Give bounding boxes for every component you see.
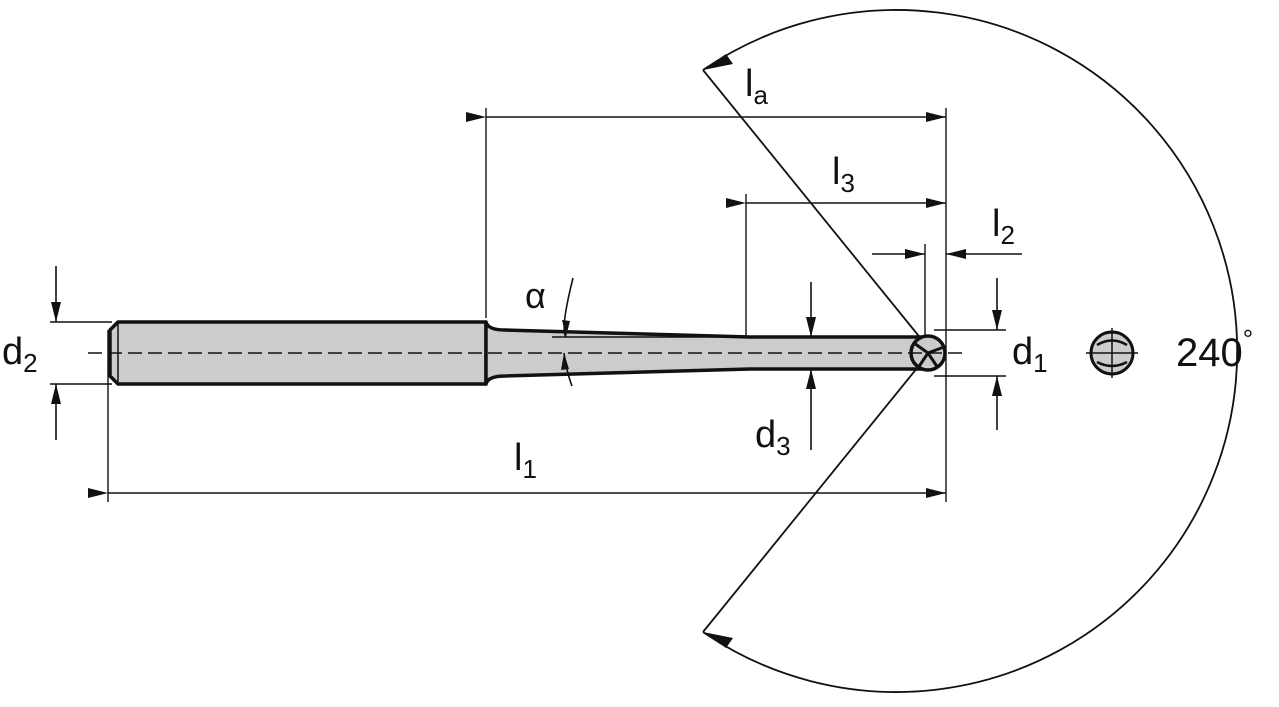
label-alpha: α xyxy=(525,275,546,316)
label-la: la xyxy=(745,63,768,110)
dim-alpha-arc xyxy=(563,277,574,338)
alpha-arrow-bottom xyxy=(561,353,569,370)
label-d1: d1 xyxy=(1012,331,1048,378)
angle-ray-top xyxy=(702,69,923,341)
angle-arc-arrow-top xyxy=(703,54,733,70)
angle-arc-240 xyxy=(702,9,1238,693)
dimension-lines xyxy=(51,112,1022,498)
label-l1: l1 xyxy=(514,437,537,484)
label-l3: l3 xyxy=(832,151,855,198)
label-d2: d2 xyxy=(2,331,38,378)
extension-lines xyxy=(50,108,1006,502)
cutting-head xyxy=(909,334,947,372)
end-view-icon xyxy=(1086,328,1138,378)
label-l2: l2 xyxy=(992,203,1015,250)
label-d3: d3 xyxy=(755,414,791,461)
angle-ray-bottom xyxy=(702,361,923,633)
alpha-arrow-top xyxy=(562,320,570,337)
label-angle: 240° xyxy=(1176,324,1253,375)
angle-arc-arrow-bottom xyxy=(703,632,733,648)
